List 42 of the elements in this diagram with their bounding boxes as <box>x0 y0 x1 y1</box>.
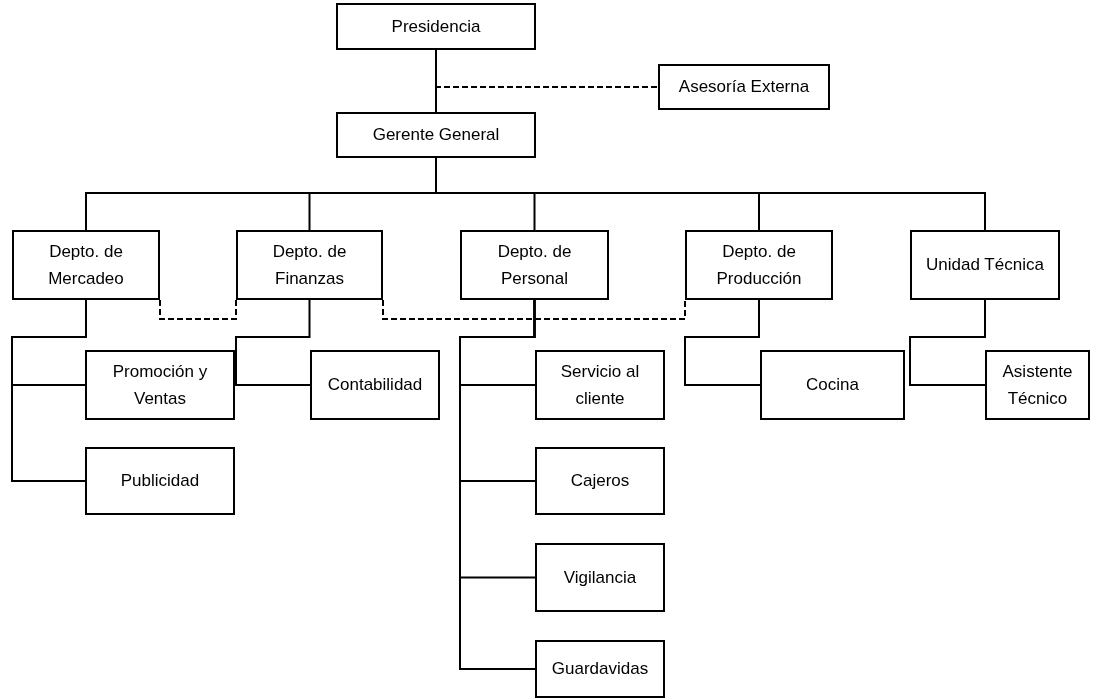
unit-name: Presidencia <box>391 15 481 38</box>
unit-name: Asesoría Externa <box>678 76 810 99</box>
unit-name: Gerente General <box>372 124 500 147</box>
org-unit-box <box>535 447 665 515</box>
org-unit-box <box>535 640 665 698</box>
connector-line <box>684 299 761 386</box>
org-unit-box <box>685 230 833 300</box>
org-unit-box <box>910 230 1060 300</box>
org-unit-box <box>12 230 160 300</box>
org-unit-box <box>310 350 440 420</box>
connector-line <box>235 299 311 386</box>
unit-name: Guardavidas <box>551 658 649 681</box>
org-unit-box <box>460 230 609 300</box>
unit-name: Servicio al cliente <box>559 360 641 410</box>
org-unit-box <box>658 64 830 110</box>
org-unit-box <box>236 230 383 300</box>
unit-name: Depto. de Producción <box>715 240 803 290</box>
unit-name: Promoción y Ventas <box>111 360 209 410</box>
dashed-connector <box>435 49 659 88</box>
connector-line <box>11 299 87 482</box>
unit-name: Asistente Técnico <box>1001 360 1074 410</box>
org-unit-box <box>85 350 235 420</box>
unit-name: Depto. de Mercadeo <box>47 240 125 290</box>
unit-name: Unidad Técnica <box>926 254 1044 277</box>
org-unit-box <box>535 543 665 612</box>
org-unit-box <box>985 350 1090 420</box>
org-unit-box <box>760 350 905 420</box>
connector-line <box>459 299 536 670</box>
unit-name: Cocina <box>806 374 859 397</box>
dashed-connector <box>382 299 686 320</box>
unit-name: Cajeros <box>570 470 630 493</box>
unit-name: Publicidad <box>120 470 200 493</box>
org-unit-box <box>336 112 536 158</box>
unit-name: Contabilidad <box>327 374 423 397</box>
unit-name: Depto. de Personal <box>496 240 573 290</box>
org-unit-box <box>85 447 235 515</box>
unit-name: Vigilancia <box>563 566 637 589</box>
unit-name: Depto. de Finanzas <box>271 240 348 290</box>
org-unit-box <box>336 3 536 50</box>
dashed-connector <box>159 299 237 320</box>
org-unit-box <box>535 350 665 420</box>
connector-line <box>909 299 986 386</box>
